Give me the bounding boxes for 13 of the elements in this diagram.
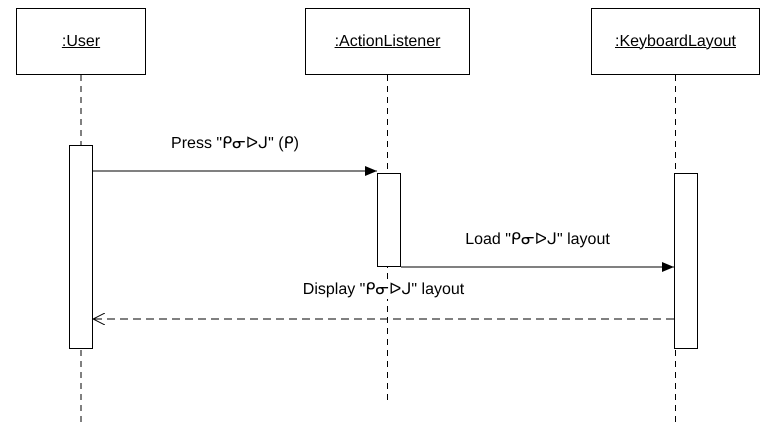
activation-bar [377, 173, 401, 267]
message-arrow [92, 166, 378, 176]
activation-bar [674, 173, 698, 349]
message-arrow [92, 312, 674, 326]
activation-bar [69, 145, 93, 349]
object-box [591, 8, 760, 75]
object-name: :KeyboardLayout [615, 32, 736, 50]
message-label: Press "ᑭᓂᐅᒍ" (ᑭ) [169, 133, 301, 153]
object-name: :ActionListener [334, 32, 440, 50]
message-arrow [400, 262, 674, 272]
object-name: :User [62, 32, 100, 50]
object-box [16, 8, 146, 75]
object-box [305, 8, 470, 75]
